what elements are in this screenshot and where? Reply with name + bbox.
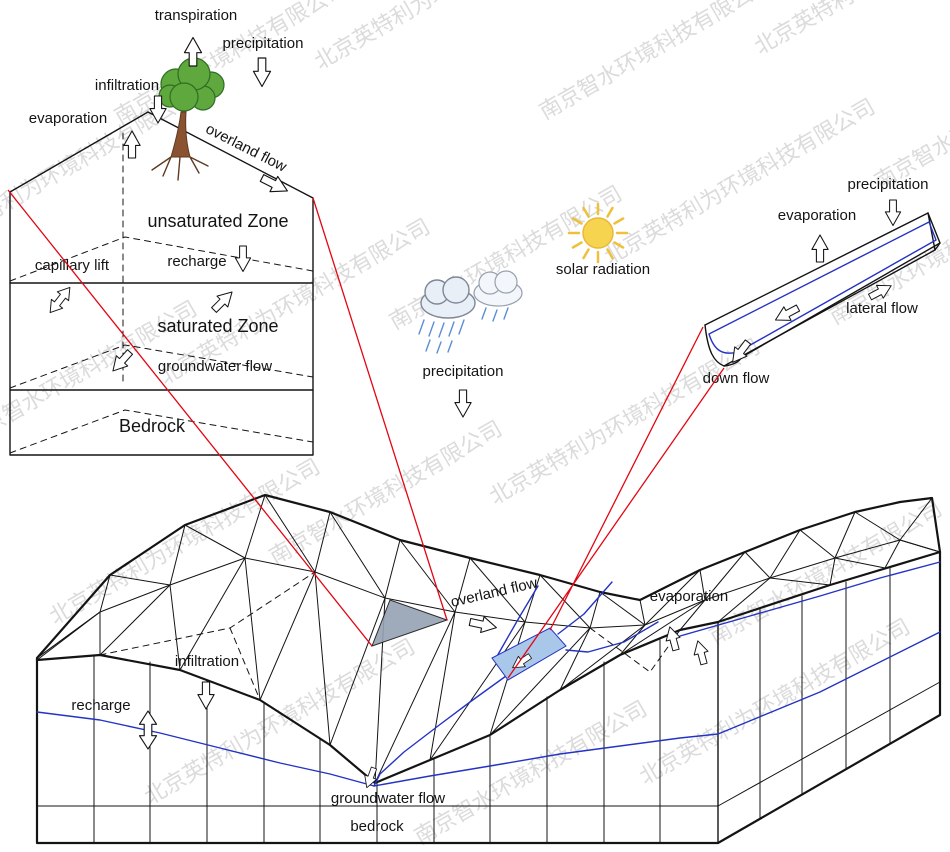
label-unsaturated-zone: unsaturated Zone xyxy=(147,211,288,231)
river-right-valley xyxy=(679,561,941,637)
highlighted-tin-cell xyxy=(371,599,449,647)
soil-layer-lines xyxy=(9,282,314,391)
channel-far-end-cap xyxy=(927,212,941,251)
precipitation-arrow-icon xyxy=(884,199,902,227)
label-terrain-infiltration: infiltration xyxy=(175,653,239,670)
label-channel-evaporation: evaporation xyxy=(778,207,856,224)
label-groundwater-flow: groundwater flow xyxy=(158,358,272,375)
water-table-right xyxy=(717,631,941,735)
soil-column-outline xyxy=(9,111,314,456)
watermark-text: 南京智水环境科技有限公司 xyxy=(535,0,776,124)
front-face-grid xyxy=(93,639,661,844)
watermark-text: 北京英特利为环境科技有限公司 xyxy=(750,0,950,59)
label-evaporation: evaporation xyxy=(29,110,107,127)
bedrock-line xyxy=(36,681,941,807)
tin-mesh-upper-right xyxy=(644,497,941,626)
label-precipitation: precipitation xyxy=(223,35,304,52)
watermark-text: 南京智水环境科技有限公司 xyxy=(870,41,950,195)
label-capillary-lift: capillary lift xyxy=(35,257,110,274)
evaporation-arrow-icon xyxy=(811,234,829,263)
tin-mesh-right xyxy=(717,539,941,623)
recharge-arrow-icon xyxy=(138,710,158,750)
label-infiltration: infiltration xyxy=(95,77,159,94)
channel-near-end-cap xyxy=(704,324,743,367)
capillary-lift-arrow-icon xyxy=(43,282,77,318)
label-saturated-zone: saturated Zone xyxy=(157,316,278,336)
precipitation-arrow-icon xyxy=(252,57,272,88)
terrain-front-edge xyxy=(35,620,720,785)
label-terrain-recharge: recharge xyxy=(71,697,130,714)
watermark-text: 北京英特利为环境科技有限公司 xyxy=(310,0,589,74)
river-upstream-3 xyxy=(565,621,659,653)
label-bedrock: Bedrock xyxy=(119,416,186,436)
recharge-arrow-icon xyxy=(234,245,252,273)
tin-mesh-hidden-2 xyxy=(589,627,681,673)
saturated-flow-arrow-icon xyxy=(208,286,238,316)
soil-column-detail: transpiration precipitation infiltration… xyxy=(9,7,314,456)
river-upstream-1 xyxy=(495,585,539,659)
watermark-text: 南京智水环境科技有限公司 xyxy=(265,416,506,570)
watermark-text: 北京英特利为环境科技有限公司 xyxy=(600,94,879,270)
tin-mesh-hidden-1 xyxy=(99,571,316,701)
label-terrain-groundwater-flow: groundwater flow xyxy=(331,790,445,807)
watermark-text: 南京智水环境科技有限公司 xyxy=(410,696,651,850)
callout-line-channel xyxy=(507,326,725,679)
label-mid-precipitation: precipitation xyxy=(423,363,504,380)
channel-flow-arrow-icon xyxy=(771,300,803,328)
label-terrain-bedrock: bedrock xyxy=(350,818,404,835)
precipitation-arrow-icon xyxy=(454,389,472,418)
label-solar-radiation: solar radiation xyxy=(556,261,650,278)
watermark-text: 南京智水环境科技有限公司 xyxy=(385,181,626,335)
tree-icon xyxy=(151,57,225,181)
sun-icon xyxy=(567,202,629,264)
label-channel-precipitation: precipitation xyxy=(848,176,929,193)
rain-cloud-icon xyxy=(418,276,476,354)
river-downstream xyxy=(373,675,507,787)
watermark-text: 南京智水环境科技有限公司 xyxy=(705,496,946,650)
callout-line-column xyxy=(7,189,448,647)
channel-water-lines xyxy=(708,221,937,354)
label-terrain-evaporation: evaporation xyxy=(650,588,728,605)
label-recharge: recharge xyxy=(167,253,226,270)
label-transpiration: transpiration xyxy=(155,7,238,24)
atmosphere: precipitation solar radiation xyxy=(418,202,650,418)
label-lateral-flow: lateral flow xyxy=(846,300,918,317)
right-face-grid xyxy=(759,567,891,820)
soil-hidden-edges xyxy=(9,132,314,454)
channel-keel xyxy=(723,249,936,367)
infiltration-arrow-icon xyxy=(197,681,215,710)
evaporation-arrow-icon xyxy=(690,638,712,667)
tin-mesh-lower xyxy=(36,557,719,784)
cloud-icon xyxy=(473,270,523,322)
channel-back-rim xyxy=(704,212,929,326)
callout-lines xyxy=(7,189,725,679)
river-upstream-2 xyxy=(557,581,613,635)
